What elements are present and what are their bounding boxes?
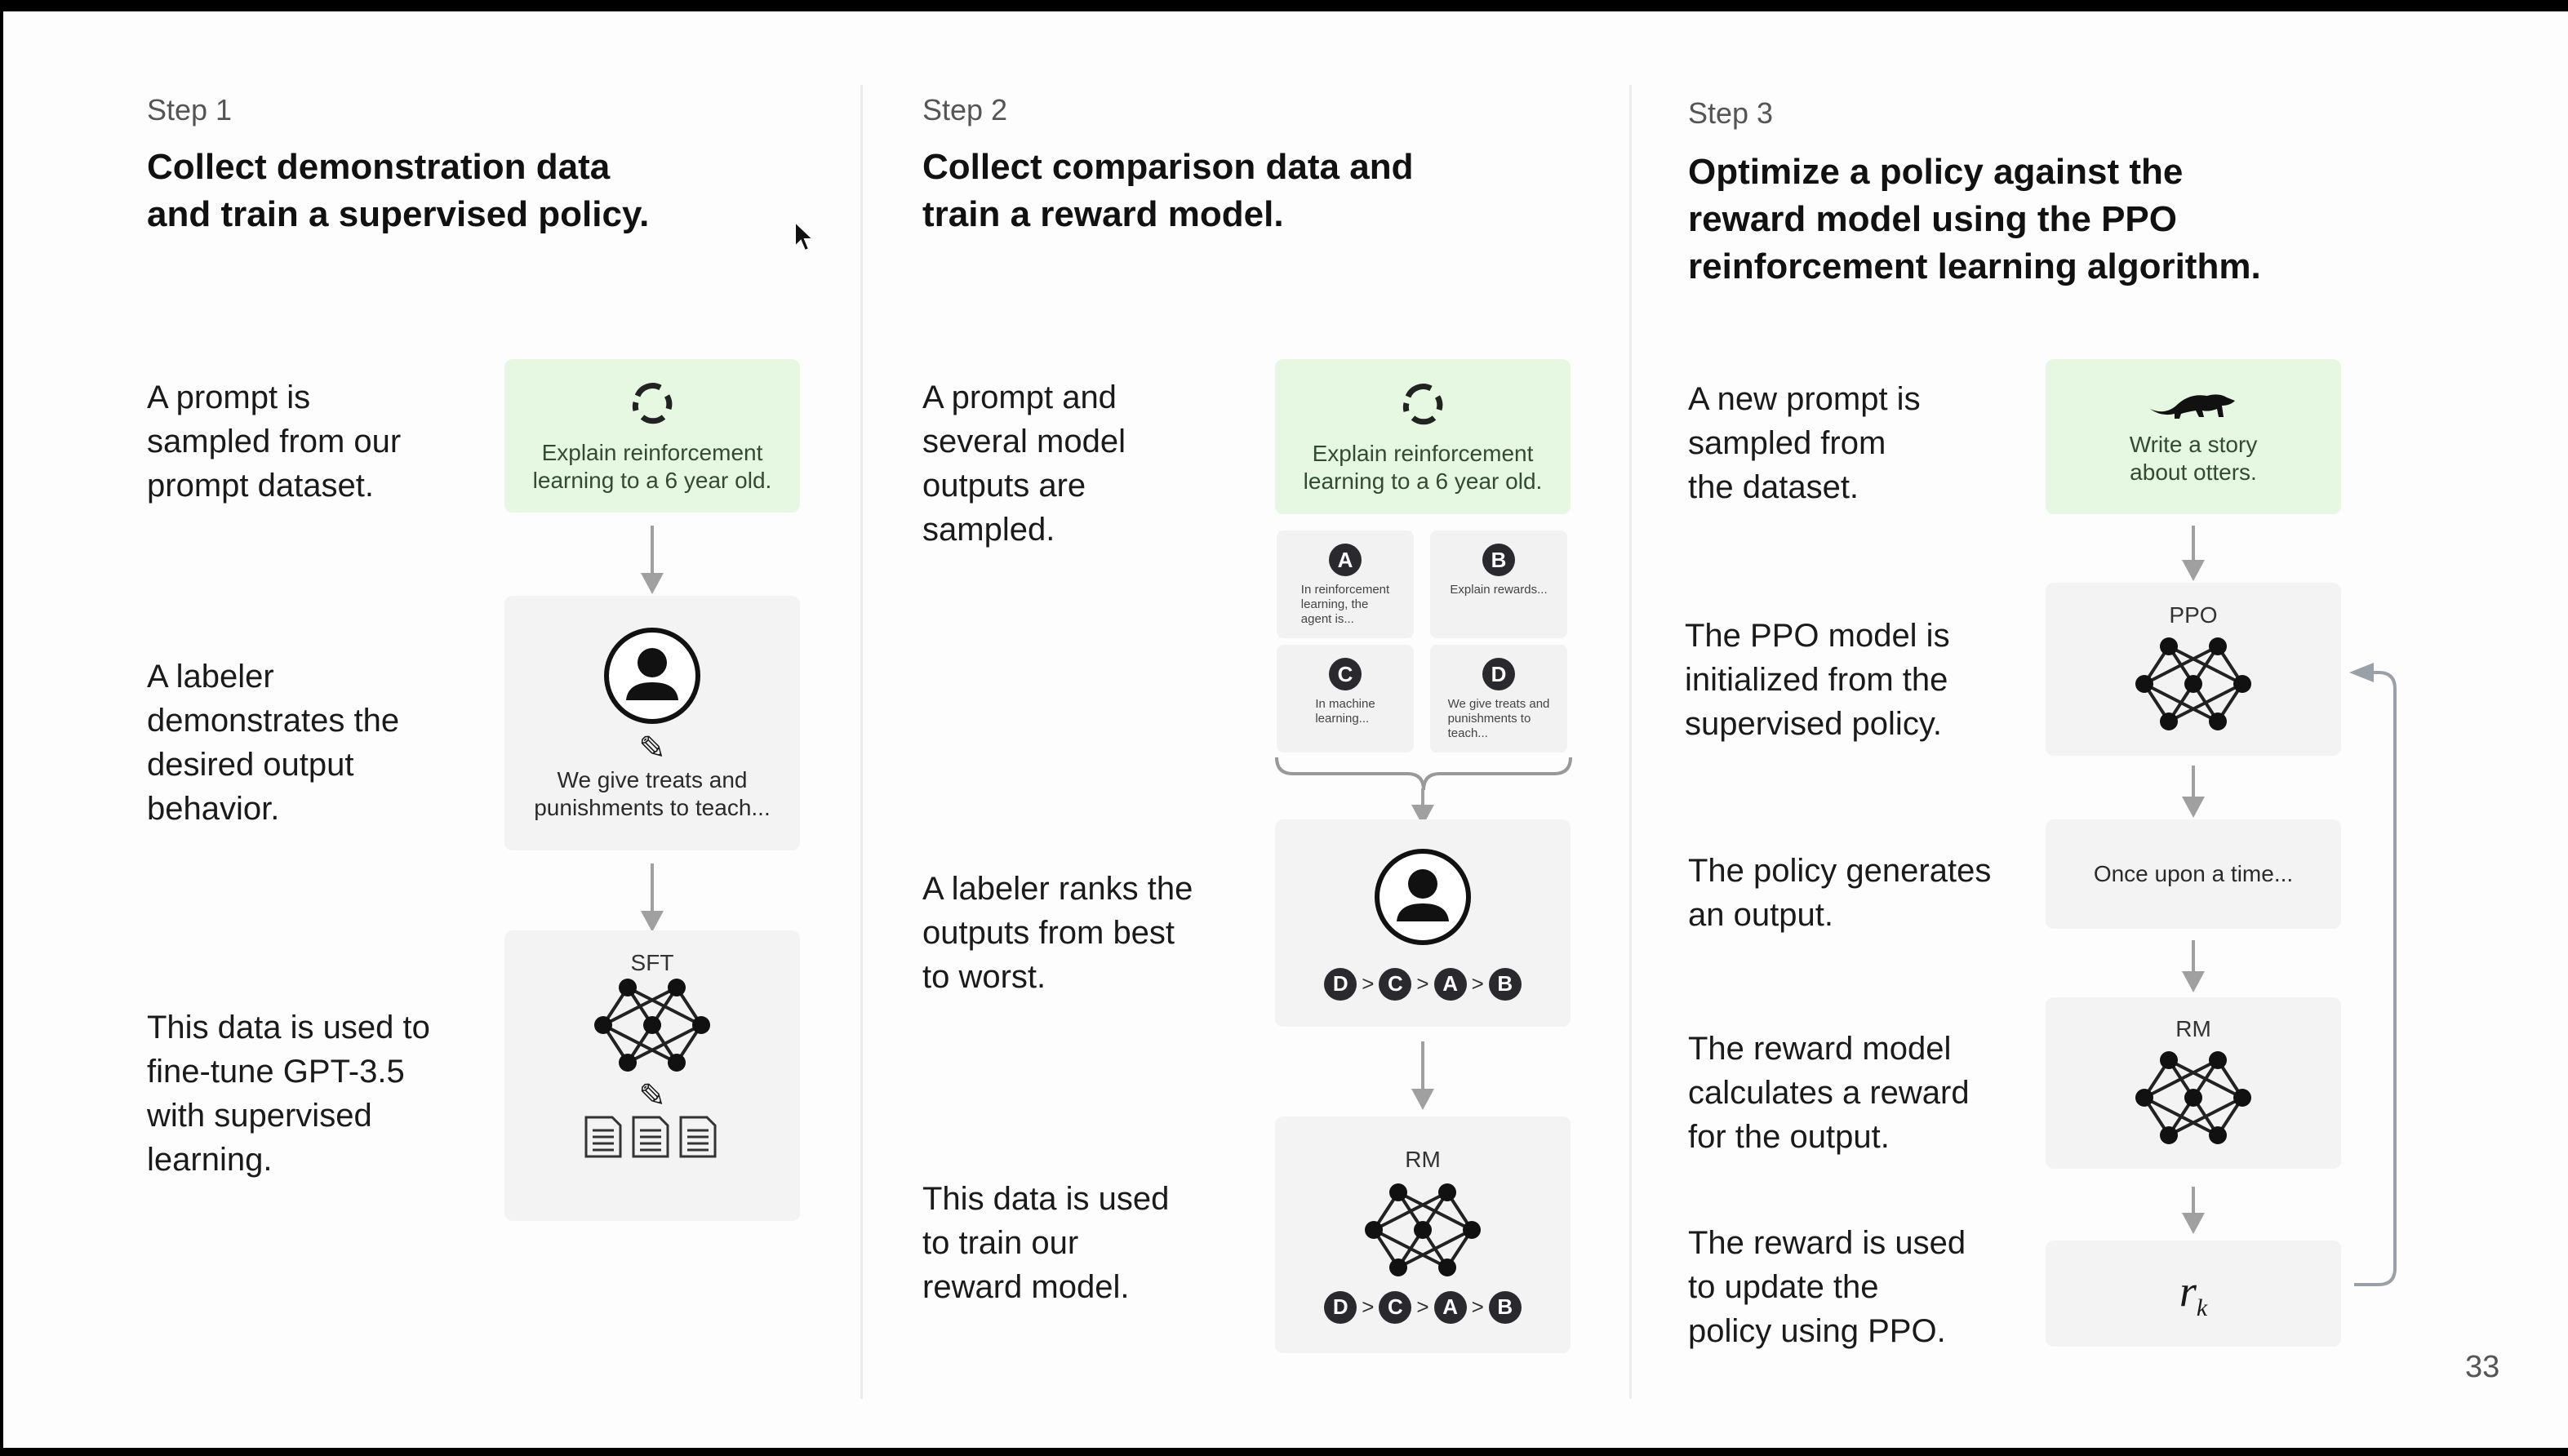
reward-model-box: RM — [2046, 997, 2341, 1169]
rank-a: A — [1433, 967, 1467, 1001]
rank-c: C — [1379, 967, 1412, 1001]
labeler-person-icon — [1372, 846, 1473, 952]
step-2-desc-2: A labeler ranks the outputs from best to… — [922, 871, 1193, 995]
step-3-desc-3: The policy generates an output. — [1688, 853, 1992, 933]
ranking-separator: > — [1471, 971, 1484, 996]
ranking: D>C>A>B — [1324, 1290, 1522, 1324]
neural-network-icon — [591, 976, 713, 1078]
labeler-box: ✎ We give treats and punishments to teac… — [504, 596, 800, 850]
step-3-desc-5: The reward is used to update the policy … — [1688, 1225, 1966, 1349]
sft-label: SFT — [630, 950, 674, 975]
pencil-icon: ✎ — [638, 1078, 666, 1114]
ppo-label: PPO — [2169, 601, 2218, 628]
step-1-desc-3: This data is used to fine-tune GPT-3.5 w… — [147, 1010, 430, 1178]
rank-c: C — [1379, 1290, 1412, 1324]
labeler-person-icon — [602, 625, 703, 730]
prompt-text: Explain reinforcement learning to a 6 ye… — [1303, 440, 1543, 494]
prompt-box: Explain reinforcement learning to a 6 ye… — [1275, 359, 1571, 514]
rm-label: RM — [2175, 1015, 2211, 1041]
reward-model-box: RM D>C>A>B — [1275, 1116, 1571, 1353]
ranking-separator: > — [1471, 1294, 1484, 1319]
output-text: In machine learning... — [1315, 697, 1375, 726]
otter-icon — [2148, 388, 2238, 424]
demo-output-text: We give treats and punishments to teach.… — [534, 766, 771, 820]
page-number: 33 — [2465, 1350, 2500, 1384]
arrow-down — [641, 863, 664, 932]
arrow-down — [2182, 1187, 2205, 1234]
output-letter: D — [1482, 658, 1515, 690]
reward-box: rk — [2046, 1241, 2341, 1347]
output-letter: C — [1329, 658, 1362, 690]
output-text: In reinforcement learning, the agent is.… — [1300, 583, 1390, 626]
recycle-icon — [1398, 379, 1447, 432]
reward-subscript: k — [2196, 1294, 2208, 1321]
arrow-down — [2182, 526, 2205, 581]
feedback-loop-arrow — [2349, 663, 2397, 1286]
ppo-model-box: PPO — [2046, 583, 2341, 756]
rank-b: B — [1488, 1290, 1522, 1324]
mouse-cursor-icon — [794, 220, 815, 252]
step-2-title: Collect comparison data and train a rewa… — [922, 147, 1414, 234]
output-text: Once upon a time... — [2093, 861, 2294, 886]
rank-b: B — [1488, 967, 1522, 1001]
neural-network-icon — [2132, 635, 2255, 737]
arrow-down — [1411, 788, 1434, 826]
prompt-text: Write a story about otters. — [2129, 431, 2258, 485]
step-3-desc-1: A new prompt is sampled from the dataset… — [1688, 381, 1921, 505]
output-letter: B — [1482, 544, 1515, 576]
rank-d: D — [1324, 967, 1357, 1001]
recycle-icon — [628, 378, 677, 431]
output-text: Explain rewards... — [1450, 583, 1548, 597]
step-1-title: Collect demonstration data and train a s… — [147, 147, 650, 234]
step-3-desc-4: The reward model calculates a reward for… — [1688, 1031, 1970, 1155]
reward-symbol: r — [2179, 1266, 2197, 1316]
ranking-separator: > — [1362, 1294, 1375, 1319]
step-1-desc-1: A prompt is sampled from our prompt data… — [147, 380, 402, 504]
step-2-label: Step 2 — [922, 93, 1008, 127]
prompt-box: Explain reinforcement learning to a 6 ye… — [504, 359, 800, 513]
rank-a: A — [1433, 1290, 1467, 1324]
arrow-down — [641, 526, 664, 594]
prompt-text: Explain reinforcement learning to a 6 ye… — [532, 439, 772, 493]
ranking-separator: > — [1362, 971, 1375, 996]
ranking: D>C>A>B — [1324, 967, 1522, 1001]
step-2-desc-3: This data is used to train our reward mo… — [922, 1181, 1170, 1305]
neural-network-icon — [2132, 1049, 2255, 1151]
output-card-a: A In reinforcement learning, the agent is… — [1277, 530, 1414, 638]
output-letter: A — [1329, 544, 1362, 576]
output-card-d: D We give treats and punishments to teach… — [1430, 645, 1567, 752]
arrow-down — [1411, 1041, 1434, 1110]
rm-label: RM — [1405, 1146, 1441, 1172]
reward-value: rk — [2179, 1266, 2207, 1322]
neural-network-icon — [1362, 1181, 1484, 1283]
step-1-desc-2: A labeler demonstrates the desired outpu… — [147, 659, 400, 827]
slide: Step 1 Collect demonstration data and tr… — [3, 11, 2568, 1448]
output-card-b: B Explain rewards... — [1430, 530, 1567, 638]
output-text: We give treats and punishments to teach.… — [1447, 697, 1550, 740]
step-1-label: Step 1 — [147, 93, 233, 127]
prompt-box: Write a story about otters. — [2046, 359, 2341, 514]
sft-model-box: SFT ✎ — [504, 930, 800, 1221]
step-3-title: Optimize a policy against the reward mod… — [1688, 152, 2261, 286]
arrow-down — [2182, 766, 2205, 818]
column-divider — [1629, 85, 1632, 1399]
step-3-label: Step 3 — [1688, 96, 1774, 130]
arrow-down — [2182, 940, 2205, 992]
output-box: Once upon a time... — [2046, 819, 2341, 929]
ranking-separator: > — [1416, 1294, 1429, 1319]
documents-icon — [583, 1114, 722, 1164]
column-divider — [860, 85, 863, 1399]
pencil-icon: ✎ — [638, 730, 666, 766]
ranking-separator: > — [1416, 971, 1429, 996]
labeler-rank-box: D>C>A>B — [1275, 819, 1571, 1027]
output-card-c: C In machine learning... — [1277, 645, 1414, 752]
step-3-desc-2: The PPO model is initialized from the su… — [1685, 618, 1950, 742]
rank-d: D — [1324, 1290, 1357, 1324]
step-2-desc-1: A prompt and several model outputs are s… — [922, 380, 1126, 548]
